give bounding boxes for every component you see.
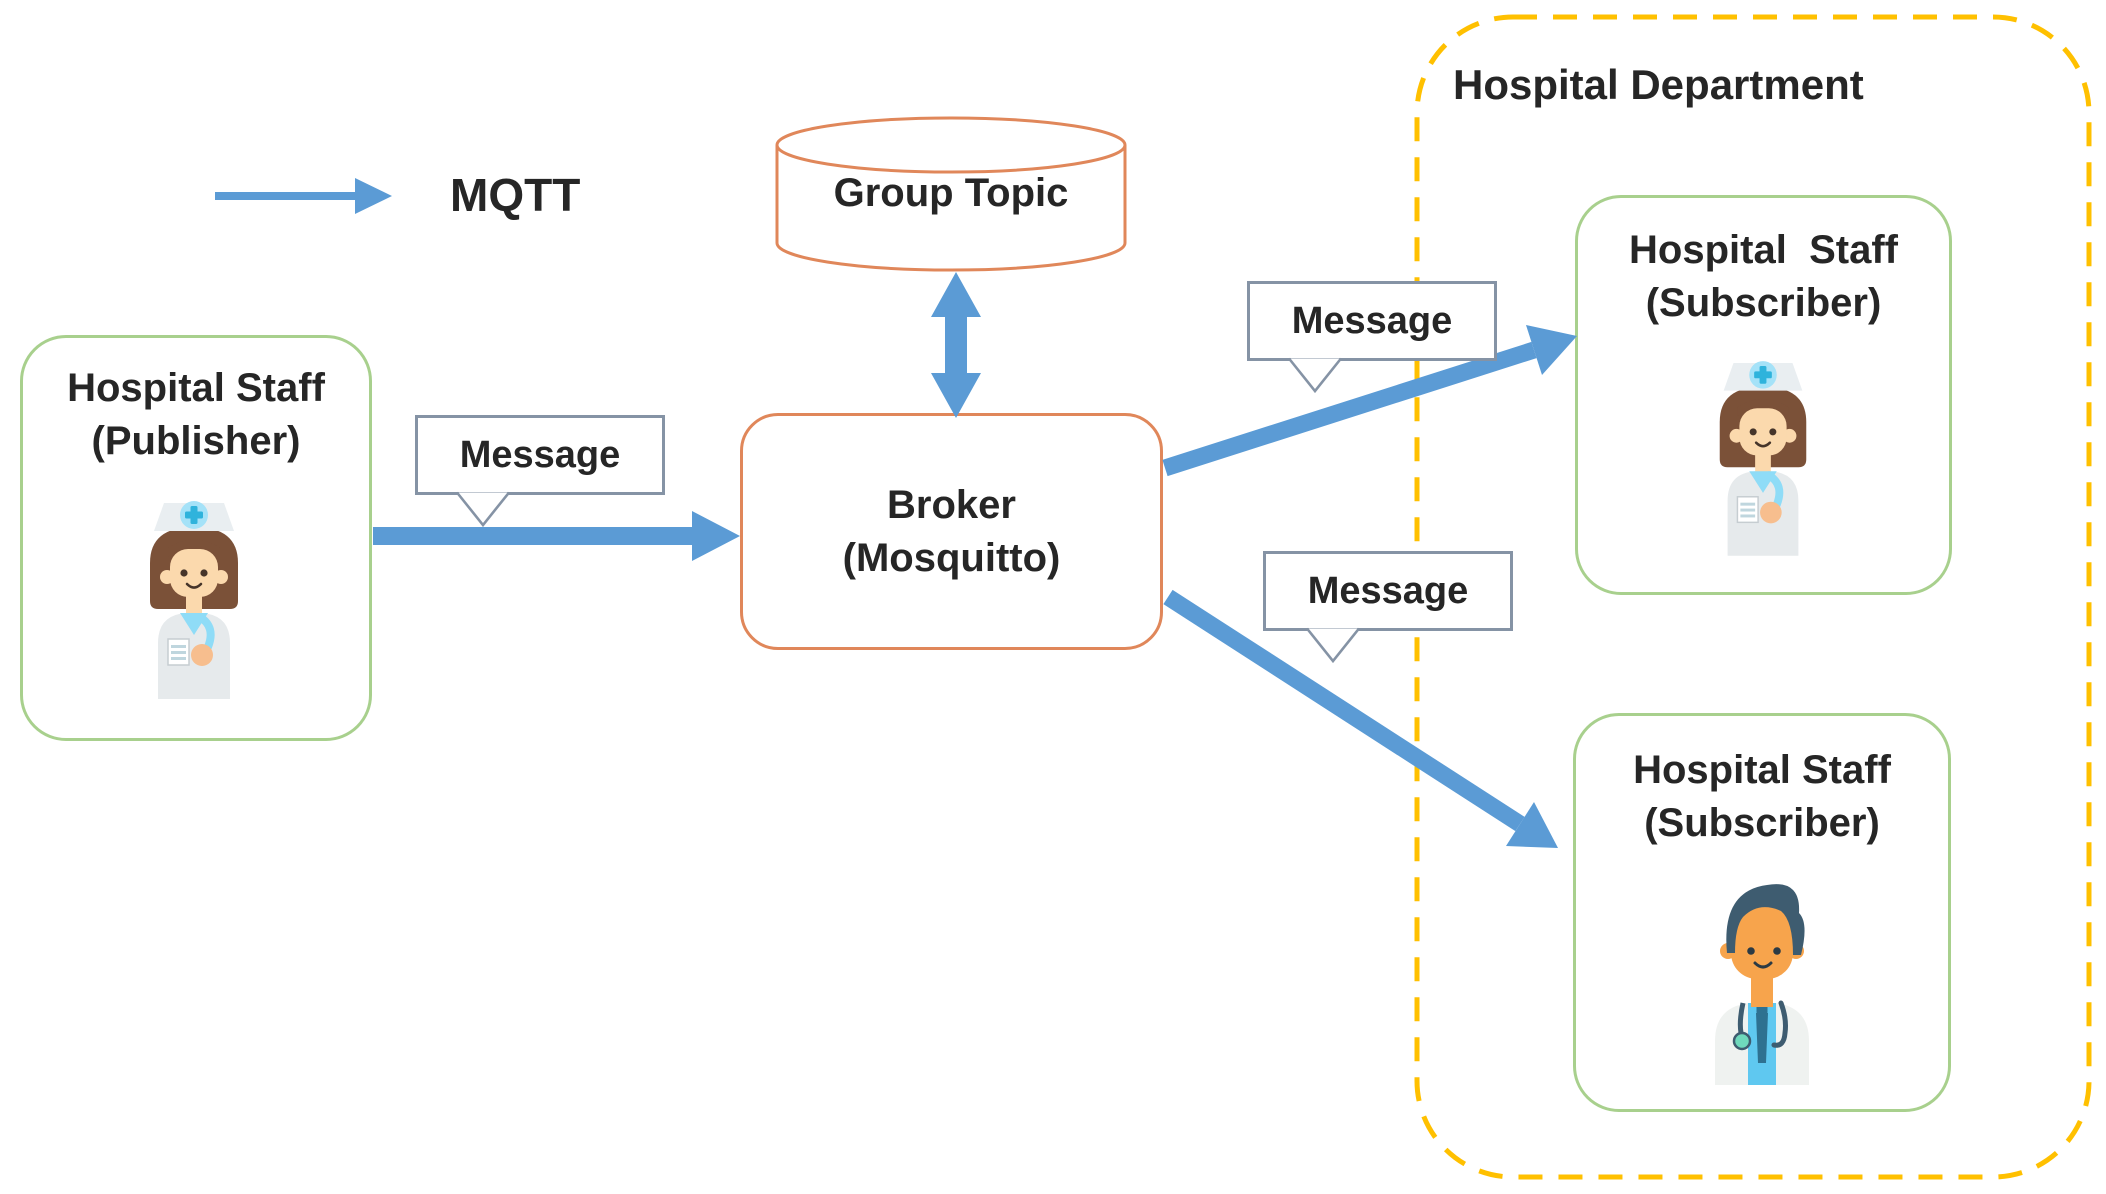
message-label: Message bbox=[459, 433, 621, 476]
arrow-grouptopic-broker-double bbox=[931, 272, 981, 418]
department-title: Hospital Department bbox=[1453, 61, 1864, 108]
message-callout-subscriber2: Message bbox=[1263, 551, 1513, 667]
message-label: Message bbox=[1307, 569, 1469, 612]
subscriber2-label-line1: Hospital Staff bbox=[1633, 748, 1891, 792]
legend-mqtt-label: MQTT bbox=[450, 169, 581, 221]
group-topic-cylinder: Group Topic bbox=[773, 115, 1129, 273]
publisher-label-line2: (Publisher) bbox=[91, 418, 301, 463]
group-topic-label: Group Topic bbox=[833, 171, 1069, 215]
broker-label-line1: Broker bbox=[887, 482, 1016, 527]
publisher-label-line1: Hospital Staff bbox=[67, 366, 325, 410]
callout-bubble-shape bbox=[1263, 551, 1513, 664]
subscriber1-box: Hospital Staff (Subscriber) bbox=[1575, 195, 1952, 595]
nurse-icon bbox=[1704, 352, 1822, 557]
broker-box: Broker (Mosquitto) bbox=[740, 413, 1163, 650]
message-callout-publisher: Message bbox=[415, 415, 665, 531]
nurse-icon bbox=[134, 492, 254, 700]
doctor-icon bbox=[1697, 860, 1827, 1096]
subscriber2-label-line2: (Subscriber) bbox=[1644, 800, 1880, 845]
callout-bubble-shape bbox=[1247, 281, 1497, 394]
message-callout-subscriber1: Message bbox=[1247, 281, 1497, 397]
message-label: Message bbox=[1291, 299, 1453, 342]
subscriber1-label-line1: Hospital Staff bbox=[1629, 228, 1898, 272]
callout-bubble-shape bbox=[415, 415, 665, 528]
legend-mqtt-arrow-icon bbox=[215, 178, 392, 214]
broker-label-line2: (Mosquitto) bbox=[842, 535, 1061, 580]
subscriber1-label-line2: (Subscriber) bbox=[1645, 280, 1882, 325]
